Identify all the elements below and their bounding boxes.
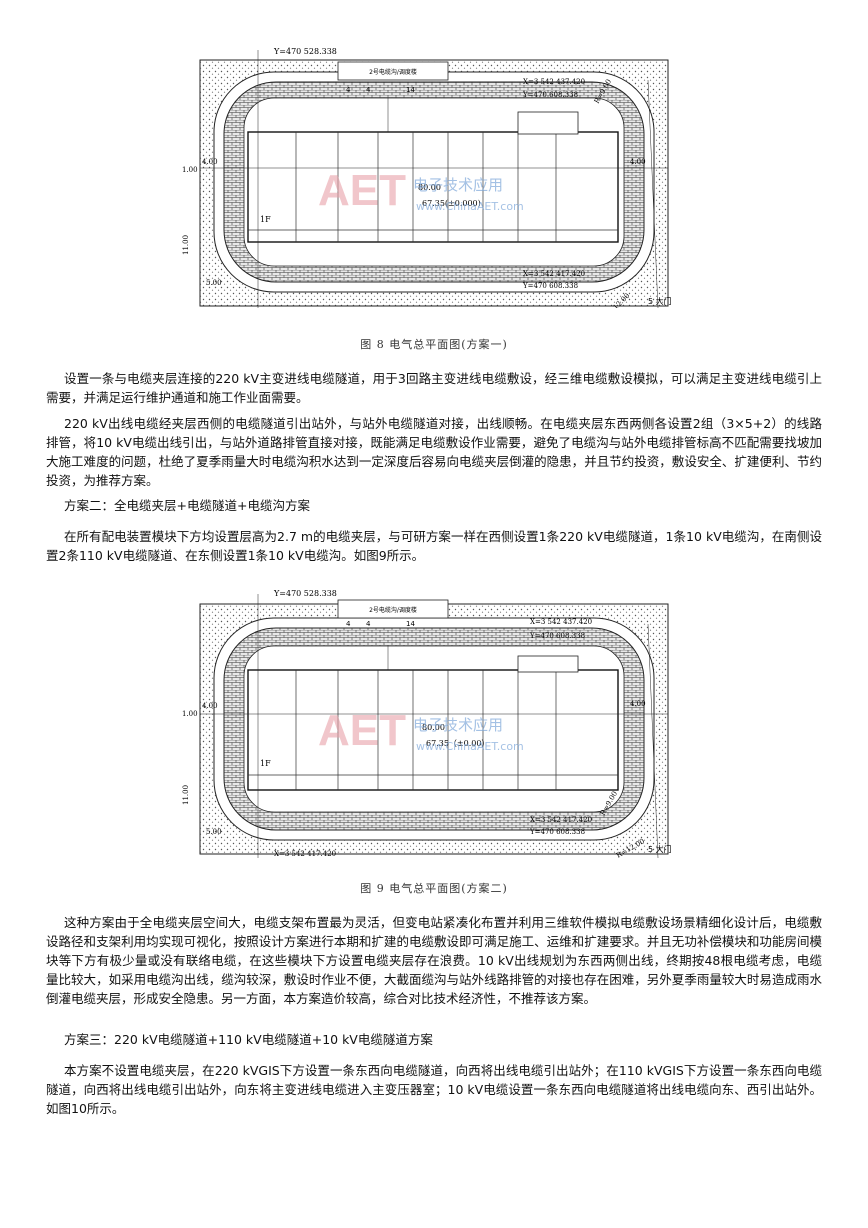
coord-x-ne: X=3 542 437.420 [530, 618, 592, 626]
dim-14: 14 [406, 86, 415, 94]
gate-label: 5 大门 [648, 844, 672, 854]
paragraph-1: 设置一条与电缆夹层连接的220 kV主变进线电缆隧道，用于3回路主变进线电缆敷设… [46, 371, 822, 405]
paragraph-5: 本方案不设置电缆夹层，在220 kVGIS下方设置一条东西向电缆隧道，向西将出线… [46, 1063, 822, 1116]
coord-y-se: Y=470 608.338 [529, 828, 585, 836]
heading-scheme-2: 方案二：全电缆夹层+电缆隧道+电缆沟方案 [64, 498, 310, 513]
dim-4b: 4 [366, 86, 371, 94]
dim-8000: 80.00 [422, 723, 445, 732]
figure-8-drawing: 2号电缆沟/调度楼 Y=470 528.338 X=3 542 437.420 … [178, 40, 680, 308]
site-plan-drawing: 2号电缆沟/调度楼 Y=470 528.338 X=3 542 437.420 … [182, 47, 672, 308]
dim-100: 1.00 [182, 166, 198, 174]
watermark: AET 电子技术应用 www.ChinaAET.com [318, 706, 524, 755]
figure-8-caption: 图 8 电气总平面图(方案一) [360, 338, 508, 351]
top-box-label: 2号电缆沟/调度楼 [369, 606, 417, 614]
dim-400-right: 4.00 [630, 700, 646, 708]
dim-4a: 4 [346, 86, 351, 94]
watermark-cn: 电子技术应用 [413, 716, 503, 734]
figure-9-caption: 图 9 电气总平面图(方案二) [360, 882, 508, 895]
coord-x-se: X=3 542 417.420 [530, 816, 592, 824]
coord-x-sw: X=3 542 417.420 [274, 850, 336, 858]
elevation-label: 67.35(±0.000) [422, 199, 481, 208]
coord-y-top: Y=470 528.338 [273, 590, 337, 598]
coord-y-se: Y=470 608.338 [522, 282, 578, 290]
dim-100: 1.00 [182, 710, 198, 718]
elevation-label: 67.35（±0.00） [426, 739, 489, 748]
watermark: AET 电子技术应用 www.ChinaAET.com [318, 166, 524, 215]
dim-1100: 11.00 [182, 785, 190, 805]
paragraph-2: 220 kV出线电缆经夹层西侧的电缆隧道引出站外，与站外电缆隧道对接，出线顺畅。… [46, 416, 822, 488]
figure-9-drawing: 2号电缆沟/调度楼 Y=470 528.338 X=3 542 437.420 … [178, 590, 680, 858]
floor-label: 1F [260, 215, 271, 224]
coord-x-se: X=3 542 417.420 [523, 270, 585, 278]
site-plan-drawing: 2号电缆沟/调度楼 Y=470 528.338 X=3 542 437.420 … [182, 590, 672, 858]
heading-scheme-3: 方案三：220 kV电缆隧道+110 kV电缆隧道+10 kV电缆隧道方案 [64, 1032, 433, 1047]
watermark-url: www.ChinaAET.com [416, 740, 524, 753]
dim-14: 14 [406, 620, 415, 628]
dim-400-left: 4.00 [202, 158, 218, 166]
watermark-logo: AET [318, 166, 406, 215]
top-box-label: 2号电缆沟/调度楼 [369, 68, 417, 76]
watermark-url: www.ChinaAET.com [416, 200, 524, 213]
dim-4b: 4 [366, 620, 371, 628]
coord-y-ne: Y=470 608.338 [522, 91, 578, 99]
dim-4a: 4 [346, 620, 351, 628]
dim-400-right: 4.00 [630, 158, 646, 166]
dim-500: 5.00 [206, 828, 222, 836]
coord-x-ne: X=3 542 437.420 [523, 78, 585, 86]
paragraph-4: 这种方案由于全电缆夹层空间大，电缆支架布置最为灵活，但变电站紧凑化布置并利用三维… [46, 915, 822, 1006]
dim-400-left: 4.00 [202, 702, 218, 710]
watermark-logo: AET [318, 706, 406, 755]
dim-1100: 11.00 [182, 235, 190, 255]
coord-y-top: Y=470 528.338 [273, 47, 337, 56]
watermark-cn: 电子技术应用 [413, 176, 503, 194]
dim-8000: 80.00 [418, 183, 441, 192]
dim-500: 5.00 [206, 279, 222, 287]
floor-label: 1F [260, 759, 271, 768]
coord-y-ne: Y=470 608.338 [529, 632, 585, 640]
gate-label: 5 大门 [648, 296, 672, 306]
paragraph-3: 在所有配电装置模块下方均设置层高为2.7 m的电缆夹层，与可研方案一样在西侧设置… [46, 529, 822, 563]
